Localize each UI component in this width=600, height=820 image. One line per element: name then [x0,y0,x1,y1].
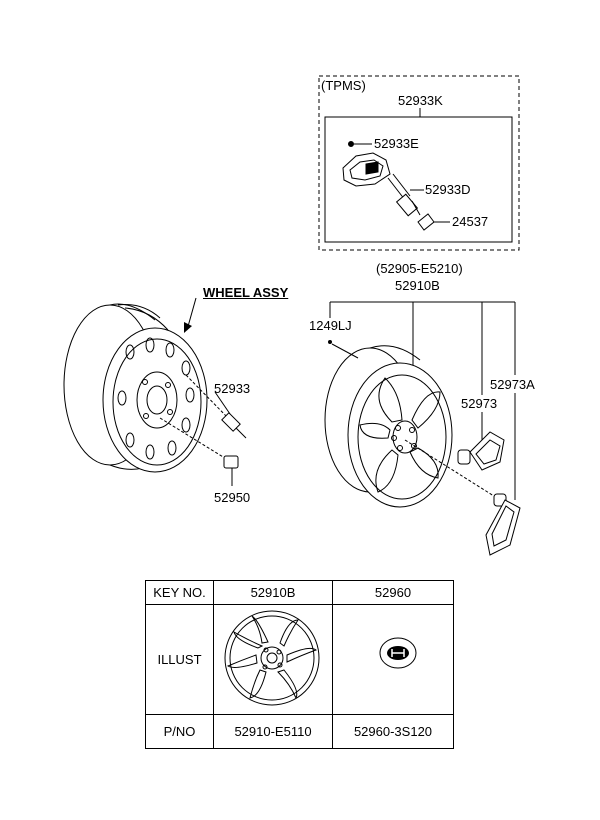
bolt-marker [328,340,332,344]
tpms-cap-part-number: 52933E [374,136,419,151]
wheel-cap-illustration [457,431,505,471]
key-cell-emblem: 52960 [332,580,454,605]
pno-cell-wheel: 52910-E5110 [213,714,333,749]
alloy-wheel-number: 52910B [395,278,440,293]
tpms-group-label: (TPMS) [321,78,366,93]
key-cell-wheel: 52910B [213,580,333,605]
pno-label: P/NO [145,714,214,749]
valve-part-number: 52933 [214,381,251,396]
nut-part-number: 52950 [214,490,251,505]
key-header-label: KEY NO. [145,580,214,605]
cap-cover-illustration [485,493,521,556]
illust-cell-wheel [213,604,333,715]
tpms-assembly-number: 52933K [398,93,443,108]
wheel-assy-title: WHEEL ASSY [203,285,289,300]
steel-nut-illustration [159,417,239,469]
tpms-nut-part-number: 24537 [452,214,489,229]
tpms-stem-part-number: 52933D [425,182,471,197]
steel-valve-illustration [185,374,247,439]
tpms-inner-box [324,116,513,243]
cap-cover-part-number: 52973A [490,377,535,392]
wheel-assy-arrow [184,322,192,333]
valve-leader [214,391,231,415]
bolt-part-number: 1249LJ [309,318,352,333]
bolt-leader [331,343,359,359]
key-table: KEY NO. 52910B 52960 ILLUST P/NO 52910-E… [145,580,454,749]
alloy-group-code: (52905-E5210) [376,261,463,276]
steel-wheel-illustration [63,303,208,473]
wheel-cap-part-number: 52973 [461,396,498,411]
pno-cell-emblem: 52960-3S120 [332,714,454,749]
illust-label: ILLUST [145,604,214,715]
alloy-wheel-illustration [324,345,453,508]
tpms-sensor-illustration [342,141,435,231]
tpms-group-box [318,75,520,251]
illust-cell-emblem [332,604,454,715]
